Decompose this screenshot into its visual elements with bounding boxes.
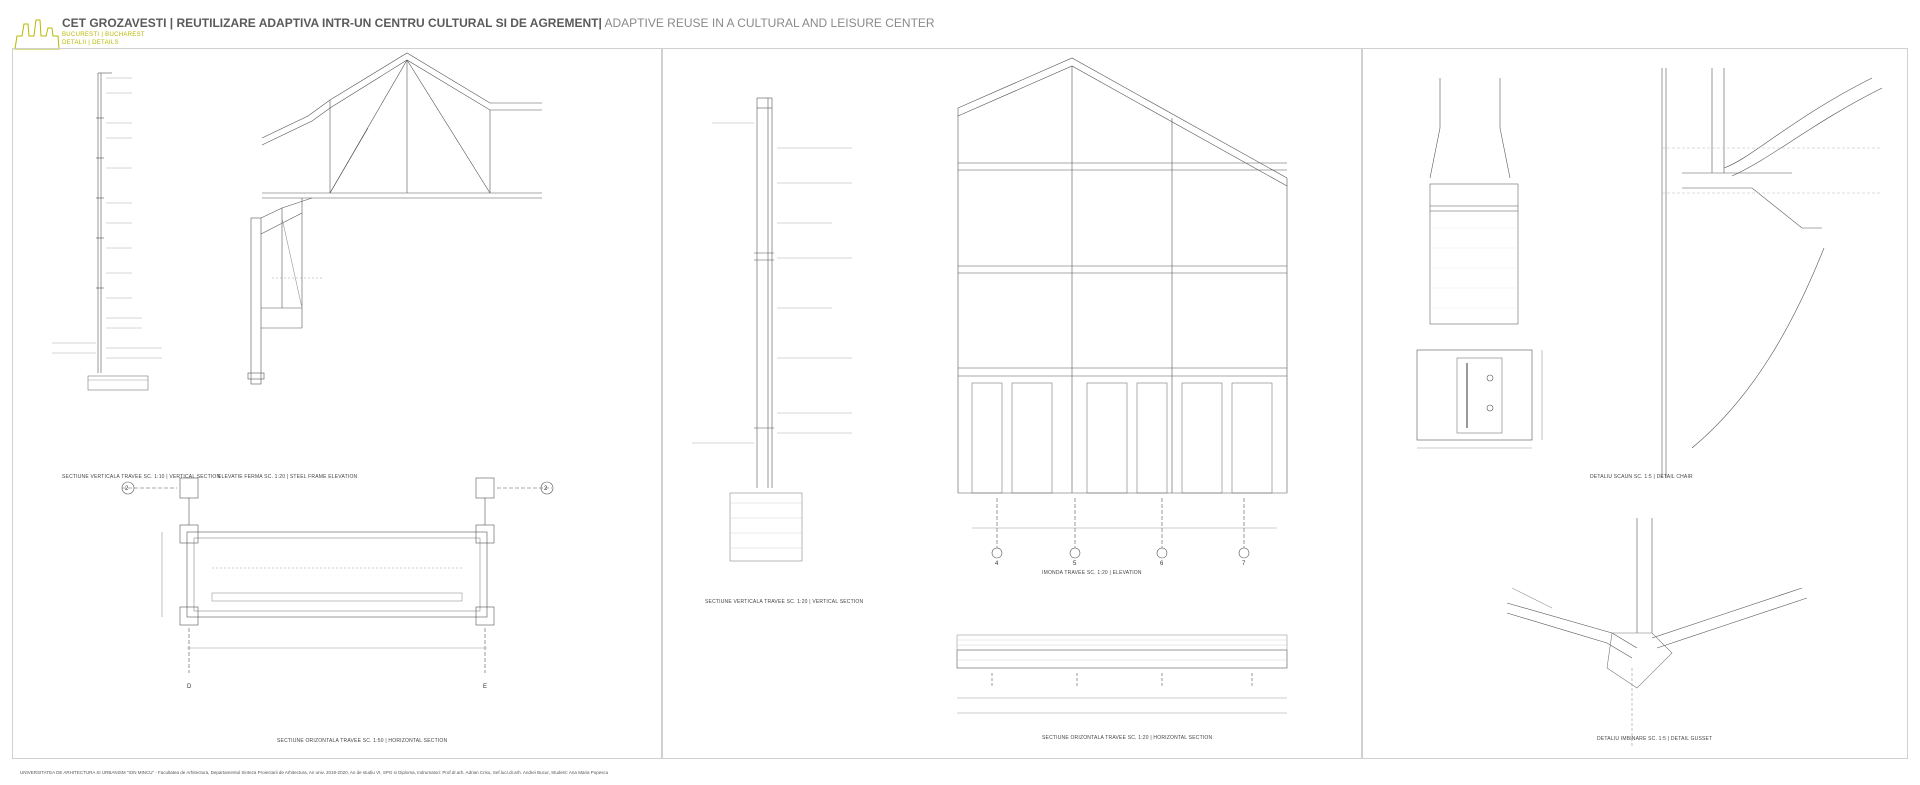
vertical-section-middle-drawing	[692, 97, 852, 562]
title-main: CET GROZAVESTI | REUTILIZARE ADAPTIVA IN…	[62, 16, 599, 30]
chair-detail-drawing	[1416, 68, 1883, 478]
subtitle-location: BUCURESTI | BUCHAREST	[62, 32, 145, 38]
caption-horizontal-section-2: SECTIUNE ORIZONTALA TRAVEE SC. 1:20 | HO…	[1042, 735, 1213, 741]
page-title: CET GROZAVESTI | REUTILIZARE ADAPTIVA IN…	[62, 16, 935, 30]
header: CET GROZAVESTI | REUTILIZARE ADAPTIVA IN…	[14, 14, 1214, 50]
footer-credits: UNIVERSITATEA DE ARHITECTURA SI URBANISM…	[20, 770, 609, 775]
caption-detail-chair: DETALIU SCAUN SC. 1:5 | DETAIL CHAIR	[1590, 474, 1693, 480]
subtitle-details: DETALII | DETAILS	[62, 40, 119, 46]
vertical-section-left-drawing	[52, 72, 162, 391]
axis-label-4: 4	[995, 561, 999, 567]
axis-label-7: 7	[1242, 561, 1246, 567]
drawing-board: 2 2 D E 4 5 6 7 SECTIUNE VERTICALA TRAVE…	[12, 48, 1908, 759]
panel-right	[1362, 48, 1908, 759]
axis-label-E: E	[483, 684, 487, 690]
elevation-drawing	[957, 57, 1288, 559]
drawings-svg: 2 2 D E 4 5 6 7	[52, 52, 1883, 748]
axis-label-6: 6	[1160, 561, 1164, 567]
title-separator: |	[598, 16, 602, 30]
caption-elevation: IMONDA TRAVEE SC. 1:20 | ELEVATION	[1042, 570, 1142, 576]
logo-icon	[14, 19, 60, 50]
axis-label-2-right: 2	[544, 486, 548, 492]
caption-vertical-section-2: SECTIUNE VERTICALA TRAVEE SC. 1:20 | VER…	[705, 599, 864, 605]
horizontal-section-left-drawing	[121, 477, 554, 673]
caption-horizontal-section-1: SECTIUNE ORIZONTALA TRAVEE SC. 1:50 | HO…	[277, 738, 448, 744]
title-english: ADAPTIVE REUSE IN A CULTURAL AND LEISURE…	[601, 16, 935, 30]
caption-steel-frame-elevation: ELEVATIE FERMA SC. 1:20 | STEEL FRAME EL…	[218, 474, 358, 480]
panel-left	[12, 48, 662, 759]
axis-label-5: 5	[1073, 561, 1077, 567]
panel-middle	[662, 48, 1362, 759]
axis-label-2-left: 2	[125, 486, 129, 492]
steel-frame-elevation-drawing	[247, 52, 542, 385]
horizontal-section-middle-drawing	[956, 634, 1288, 714]
caption-vertical-section-1: SECTIUNE VERTICALA TRAVEE SC. 1:10 | VER…	[62, 474, 221, 480]
axis-label-D: D	[187, 684, 192, 690]
gusset-detail-drawing	[1506, 518, 1808, 748]
caption-detail-gusset: DETALIU IMBINARE SC. 1:5 | DETAIL GUSSET	[1597, 736, 1713, 742]
